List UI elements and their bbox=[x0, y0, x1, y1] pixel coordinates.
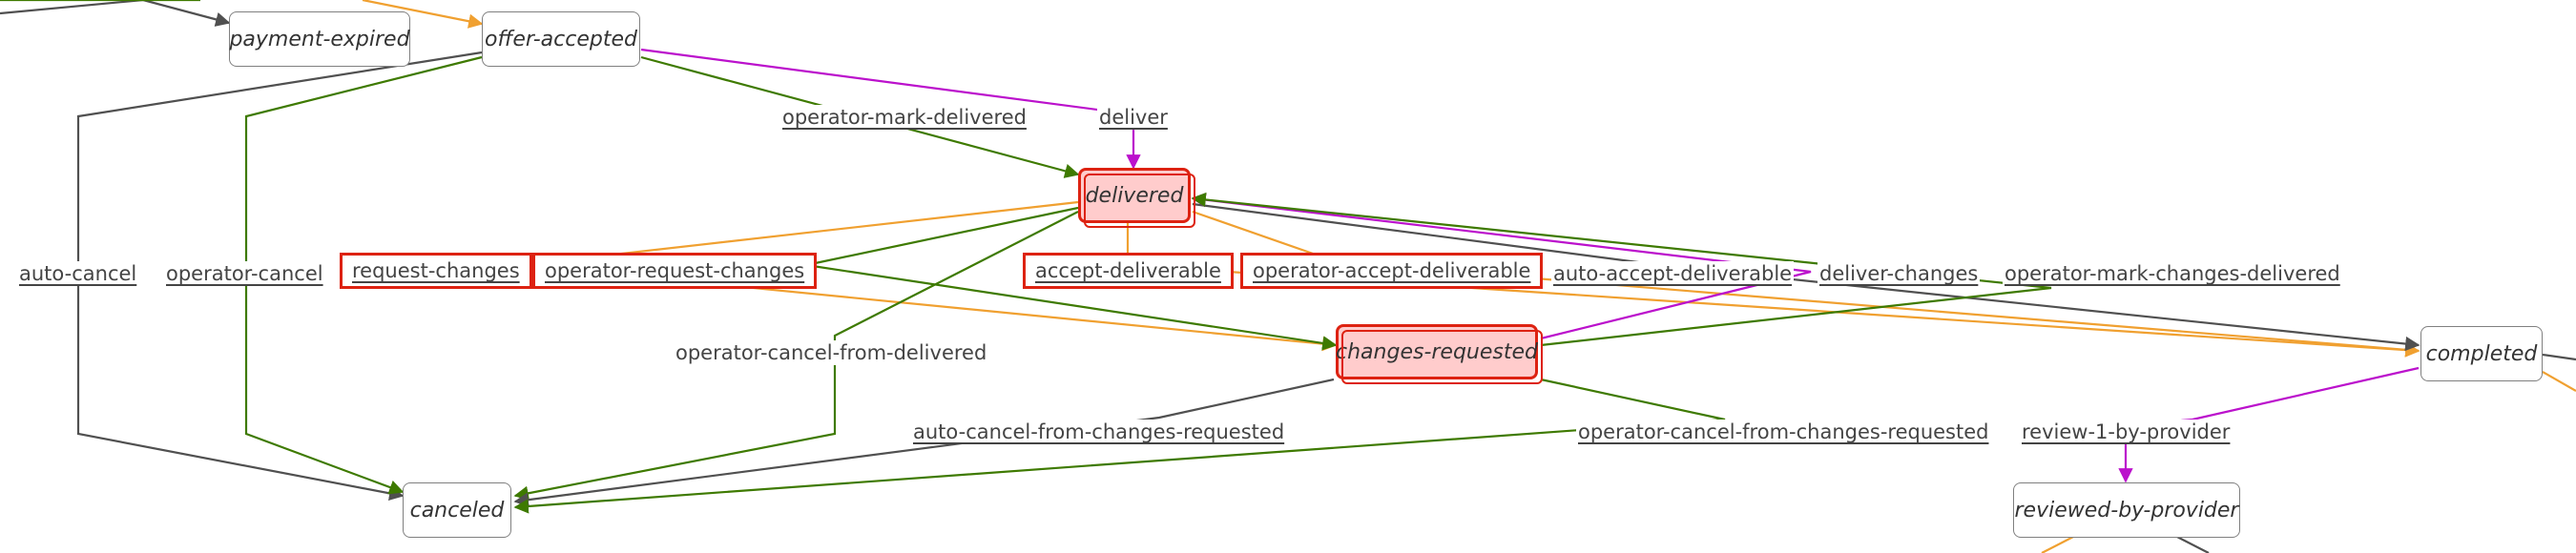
node-reviewed-by-provider[interactable]: reviewed-by-provider bbox=[2013, 482, 2240, 538]
edge-label-operator-cancel[interactable]: operator-cancel bbox=[164, 261, 325, 286]
edge-label-request-changes[interactable]: request-changes bbox=[340, 253, 532, 289]
edge-reviewed-out-gray bbox=[2174, 535, 2210, 553]
edge-label-review-1-by-provider[interactable]: review-1-by-provider bbox=[2020, 420, 2233, 444]
edge-label-deliver-changes[interactable]: deliver-changes bbox=[1818, 261, 1981, 286]
edge-label-operator-mark-delivered[interactable]: operator-mark-delivered bbox=[780, 105, 1028, 130]
edge-label-auto-cancel-from-changes-requested[interactable]: auto-cancel-from-changes-requested bbox=[911, 420, 1287, 444]
edge-completed-out-orange bbox=[2542, 371, 2576, 392]
edge-to-offer-accepted bbox=[362, 0, 484, 29]
node-completed[interactable]: completed bbox=[2420, 326, 2543, 381]
edge-incoming-gray bbox=[0, 0, 144, 15]
node-offer-accepted[interactable]: offer-accepted bbox=[482, 11, 640, 67]
edge-label-accept-deliverable[interactable]: accept-deliverable bbox=[1023, 253, 1234, 289]
edge-label-operator-accept-deliverable[interactable]: operator-accept-deliverable bbox=[1240, 253, 1544, 289]
edge-operator-cancel-from-delivered bbox=[513, 211, 1079, 501]
edge-operator-mark-changes-delivered bbox=[1191, 192, 2052, 347]
node-changes-requested[interactable]: changes-requested bbox=[1336, 324, 1543, 384]
edge-label-deliver[interactable]: deliver bbox=[1097, 105, 1170, 130]
edge-reviewed-out-orange bbox=[2041, 535, 2076, 553]
edge-label-auto-accept-deliverable[interactable]: auto-accept-deliverable bbox=[1551, 261, 1795, 286]
edge-label-operator-mark-changes-delivered[interactable]: operator-mark-changes-delivered bbox=[2003, 261, 2342, 286]
edge-deliver-changes bbox=[1191, 192, 1812, 340]
node-payment-expired[interactable]: payment-expired bbox=[229, 11, 410, 67]
edge-label-operator-cancel-from-changes-requested[interactable]: operator-cancel-from-changes-requested bbox=[1576, 420, 1991, 444]
edge-completed-out-gray bbox=[2542, 353, 2576, 361]
edge-to-payment-expired bbox=[142, 0, 231, 27]
edge-label-auto-cancel[interactable]: auto-cancel bbox=[17, 261, 139, 286]
node-delivered[interactable]: delivered bbox=[1078, 168, 1195, 228]
edge-auto-cancel-from-changes-requested bbox=[513, 378, 1335, 507]
edge-label-operator-request-changes[interactable]: operator-request-changes bbox=[532, 253, 818, 289]
node-canceled[interactable]: canceled bbox=[403, 482, 511, 538]
edge-label-operator-cancel-from-delivered[interactable]: operator-cancel-from-delivered bbox=[674, 340, 989, 365]
